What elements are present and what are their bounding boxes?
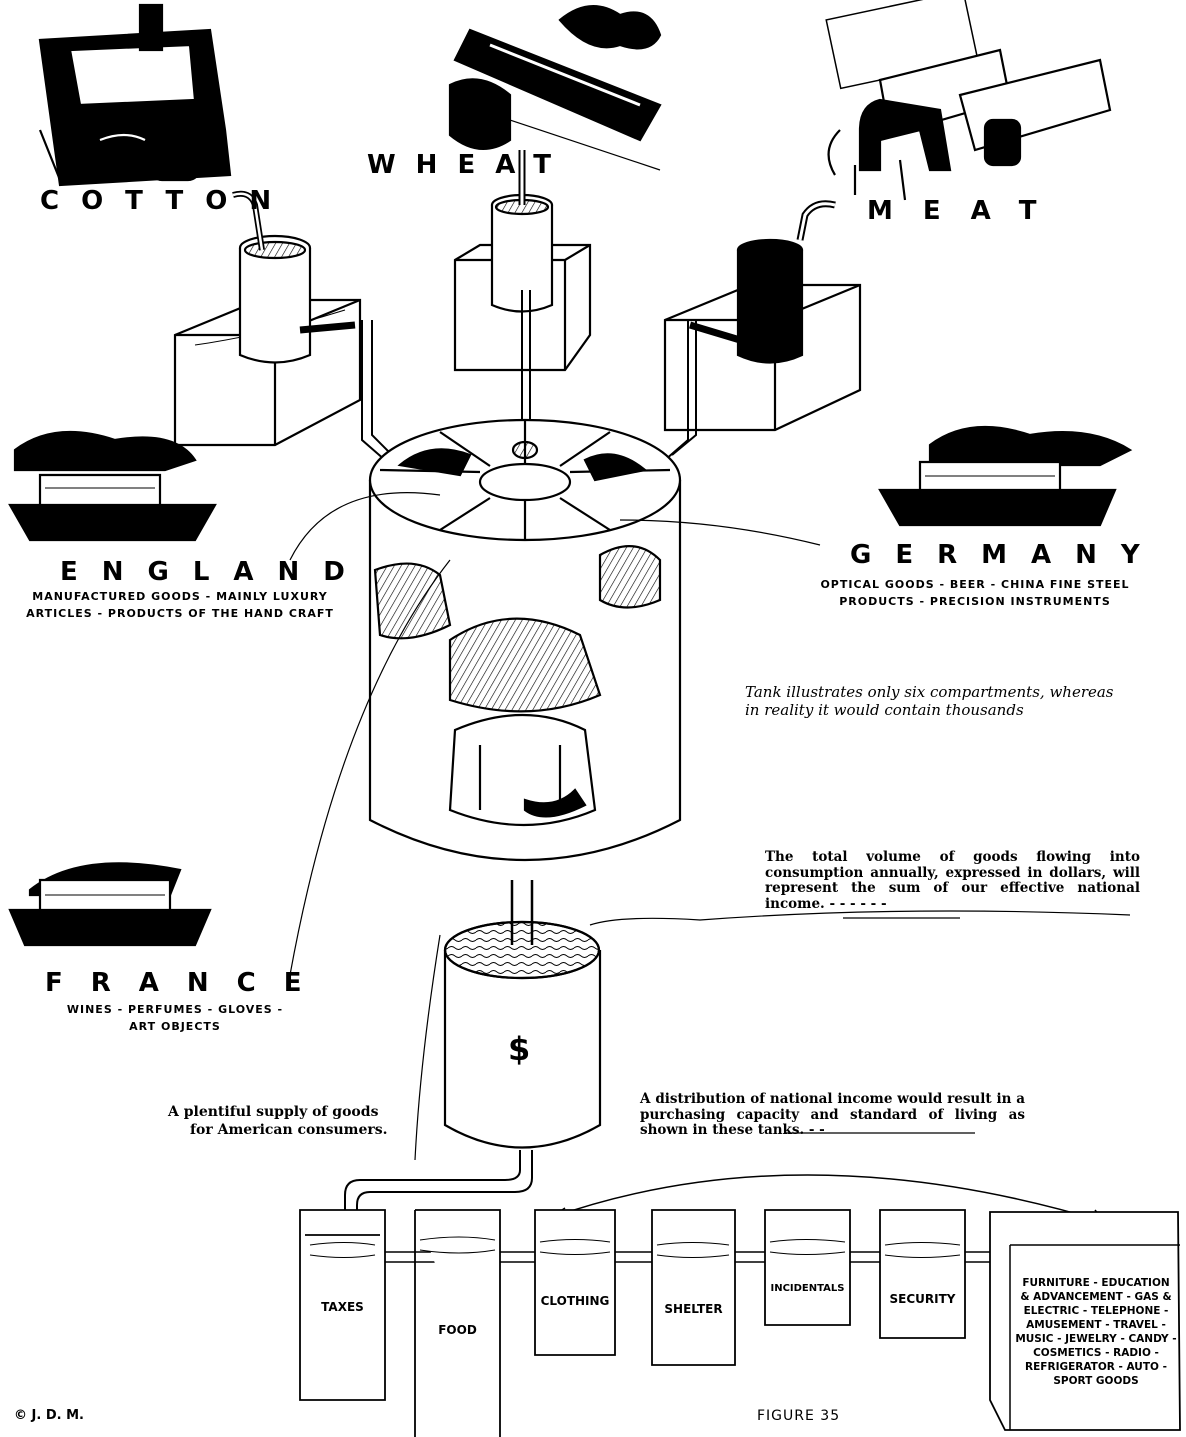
dollar-sign: $ (508, 1030, 530, 1068)
meat-label: MEAT (867, 196, 1066, 226)
germany-goods-line2: PRODUCTS - PRECISION INSTRUMENTS (785, 595, 1165, 608)
tank-label-clothing: CLOTHING (535, 1294, 615, 1308)
furniture-line: MUSIC - JEWELRY - CANDY - (1012, 1332, 1180, 1346)
france-goods-line1: WINES - PERFUMES - GLOVES - (20, 1003, 330, 1016)
income-note: The total volume of goods flowing into c… (765, 850, 1140, 912)
cotton-feeder-tank (175, 194, 360, 445)
supply-note-line1: A plentiful supply of goods (168, 1103, 378, 1121)
england-ship-illustration (10, 432, 215, 540)
meat-feeder-tank (665, 204, 860, 430)
france-goods-line2: ART OBJECTS (20, 1020, 330, 1033)
meat-truck-illustration (826, 0, 1110, 200)
furniture-tank-labels: FURNITURE - EDUCATION & ADVANCEMENT - GA… (1012, 1276, 1180, 1388)
furniture-line: REFRIGERATOR - AUTO - (1012, 1360, 1180, 1374)
germany-goods-line1: OPTICAL GOODS - BEER - CHINA FINE STEEL (785, 578, 1165, 591)
wheat-train-illustration (450, 6, 660, 170)
furniture-line: AMUSEMENT - TRAVEL - (1012, 1318, 1180, 1332)
distribution-note: A distribution of national income would … (640, 1092, 1025, 1139)
supply-note-line2: for American consumers. (190, 1121, 388, 1139)
england-label: ENGLAND (60, 557, 369, 587)
figure-caption: FIGURE 35 (757, 1408, 840, 1424)
furniture-line: ELECTRIC - TELEPHONE - (1012, 1304, 1180, 1318)
france-ship-illustration (10, 863, 210, 945)
tank-note-line2: in reality it would contain thousands (745, 701, 1024, 719)
germany-label: GERMANY (850, 540, 1164, 570)
furniture-line: FURNITURE - EDUCATION (1012, 1276, 1180, 1290)
furniture-line: & ADVANCEMENT - GAS & (1012, 1290, 1180, 1304)
germany-ship-illustration (880, 427, 1130, 525)
france-label: FRANCE (45, 968, 330, 998)
england-goods-line1: MANUFACTURED GOODS - MAINLY LUXURY (15, 590, 345, 603)
tank-label-incidentals: INCIDENTALS (765, 1283, 850, 1294)
furniture-line: COSMETICS - RADIO - (1012, 1346, 1180, 1360)
cotton-label: COTTON (40, 186, 293, 216)
tank-label-security: SECURITY (880, 1292, 965, 1306)
tank-note-line1: Tank illustrates only six compartments, … (745, 683, 1114, 701)
main-tank (370, 420, 680, 860)
wheat-label: WHEAT (367, 150, 571, 180)
furniture-line: SPORT GOODS (1012, 1374, 1180, 1388)
tank-label-taxes: TAXES (300, 1300, 385, 1314)
cotton-steamboat-illustration (40, 5, 230, 185)
copyright: © J. D. M. (14, 1408, 84, 1423)
england-goods-line2: ARTICLES - PRODUCTS OF THE HAND CRAFT (15, 607, 345, 620)
tank-label-shelter: SHELTER (652, 1302, 735, 1316)
tank-label-food: FOOD (415, 1323, 500, 1337)
